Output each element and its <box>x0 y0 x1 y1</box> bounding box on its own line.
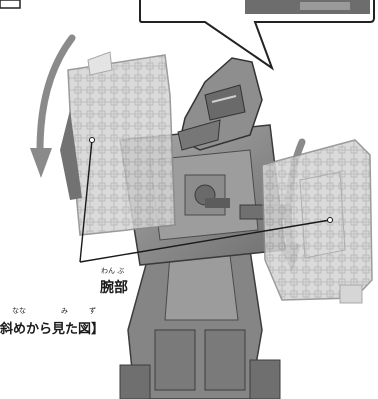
view-caption: 斜めから見た図】 <box>0 322 105 337</box>
left-arm-translucent <box>60 51 176 236</box>
arm-label: 腕部 <box>100 280 128 296</box>
view-caption-reading: なな み ず <box>12 307 96 315</box>
robot-head <box>177 57 263 151</box>
right-arm-translucent <box>261 139 373 304</box>
left-rotation-arrow-icon <box>30 34 76 178</box>
arm-leader-lines <box>79 137 333 263</box>
arm-label-reading: わん ぶ <box>101 267 125 275</box>
robot-lower-body <box>119 249 281 399</box>
speech-bubble <box>0 0 375 71</box>
